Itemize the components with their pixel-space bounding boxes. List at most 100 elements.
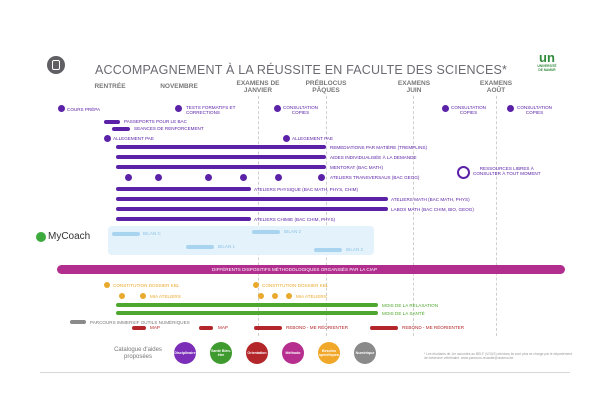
category-numerique: Numérique (354, 342, 376, 364)
remediations-bar (116, 145, 326, 149)
mia-label-2: MIA ATELIERS (296, 294, 327, 299)
sante-label: MOIS DE LA SANTÉ (382, 311, 425, 316)
relaxation-bar (116, 303, 378, 307)
mycoach-icon (36, 231, 46, 242)
tests-marker (175, 105, 182, 112)
mia-marker (119, 293, 125, 299)
ateliers-trans-label: ATELIERS TRANSVERSAUX (BAC GEOG) (330, 175, 420, 180)
category-disciplinaire: Disciplinaire (174, 342, 196, 364)
allegement-marker-2 (283, 135, 290, 142)
allegement-label-1: ALLEGEMENT PAE (113, 136, 154, 141)
period-rentree: RENTRÉE (94, 83, 126, 90)
category-orientation: Orientation (246, 342, 268, 364)
guide-line (496, 96, 497, 336)
guide-line (413, 96, 414, 336)
remediations-label: REMEDIATIONS PAR MATIÈRE (TREMPLINS) (330, 145, 427, 150)
ateliers-trans-marker (125, 174, 132, 181)
ateliers-math-label: ATELIERS MATH (BAC MATH, PHYS) (391, 197, 470, 202)
map-label-1: MAP (150, 325, 160, 330)
mia-marker (140, 293, 146, 299)
mia-label-1: MIA ATELIERS (150, 294, 181, 299)
allegement-label-2: ALLEGEMENT PAE (292, 136, 333, 141)
seances-label: SEANCES DE RENFORCEMENT (134, 126, 204, 131)
rebond-bar-2 (370, 326, 398, 330)
mentorat-bar (116, 165, 326, 169)
app-icon (47, 56, 65, 74)
consultation-marker-3 (507, 105, 514, 112)
period-novembre: NOVEMBRE (160, 83, 198, 90)
consultation-marker-1 (274, 105, 281, 112)
constitution-marker-1 (104, 282, 110, 288)
ateliers-physique-bar (116, 187, 251, 191)
footnote: * Les étudiants de 1er accordés au BELF … (424, 352, 573, 360)
bilan-c-label: BILAN C (143, 231, 161, 236)
ateliers-trans-marker (275, 174, 282, 181)
dispositifs-bar (57, 265, 565, 274)
mia-marker (258, 293, 264, 299)
passeports-bar (104, 120, 120, 124)
ateliers-math-bar (116, 197, 388, 201)
rebond-label-1: REBOND - ME RÉORIENTER (286, 325, 349, 330)
category-besoins: Besoins spécifiques (318, 342, 340, 364)
parcours-label: PARCOURS IMMERSIF OUTILS NUMÉRIQUES (90, 320, 190, 325)
rebond-bar-1 (254, 326, 282, 330)
bilan-2b-bar (314, 248, 342, 252)
guide-line (326, 96, 327, 336)
seances-bar (112, 127, 130, 131)
map-label-2: MAP (218, 325, 228, 330)
mycoach-label: MyCoach (48, 231, 91, 242)
logo-line1: UNIVERSITÉ (537, 64, 557, 68)
cours-prepa-marker (58, 105, 65, 112)
consultation-marker-2 (442, 105, 449, 112)
ateliers-trans-marker (240, 174, 247, 181)
constitution-marker-2 (253, 282, 259, 288)
phone-icon (52, 60, 60, 70)
category-sante: Santé Bien-être (210, 342, 232, 364)
constitution-label-2: CONSTITUTION DOSSIER KBL (262, 283, 329, 288)
category-methodo: Méthodo (282, 342, 304, 364)
labos-math-label: LABOS MATH (BAC CHIM, BIO, GEOG) (391, 207, 474, 212)
ateliers-physique-label: ATELIERS PHYSIQUE (BAC MATH, PHYS, CHIM) (254, 187, 358, 192)
map-bar-2 (199, 326, 213, 330)
category-legend: Disciplinaire Santé Bien-être Orientatio… (174, 342, 376, 364)
bilan-1-bar (186, 245, 214, 249)
relaxation-label: MOIS DE LA RELAXATION (382, 303, 439, 308)
mia-marker (286, 293, 292, 299)
ateliers-trans-marker (155, 174, 162, 181)
mentorat-label: MENTORAT (BAC MATH) (330, 165, 383, 170)
logo-line2: DE NAMUR (538, 68, 556, 72)
allegement-marker-1 (104, 135, 111, 142)
university-logo: un UNIVERSITÉ DE NAMUR (535, 50, 559, 72)
labos-math-bar (116, 207, 388, 211)
ateliers-chimie-label: ATELIERS CHIMIE (BAC CHIM, PHYS) (254, 217, 336, 222)
ateliers-trans-marker (318, 174, 325, 181)
mia-marker (272, 293, 278, 299)
ressources-marker (457, 166, 470, 179)
map-bar-1 (132, 326, 146, 330)
ateliers-chimie-bar (116, 217, 251, 221)
bilan-2b-label: BILAN 2 (346, 247, 364, 252)
bottom-divider (40, 372, 570, 373)
constitution-label-1: CONSTITUTION DOSSIER KBL (113, 283, 180, 288)
page-title: ACCOMPAGNEMENT À LA RÉUSSITE EN FACULTE … (95, 63, 508, 77)
cours-prepa-label: COURS PRÉPA (67, 107, 101, 112)
logo-mark: un (539, 50, 555, 65)
dispositifs-label: DIFFÉRENTS DISPOSITIFS MÉTHODOLOGIQUES O… (212, 267, 378, 272)
ateliers-trans-marker (205, 174, 212, 181)
bilan-2a-bar (252, 230, 280, 234)
aides-bar (116, 155, 326, 159)
bilan-c-bar (112, 232, 140, 236)
parcours-bar (70, 320, 86, 324)
bilan-2a-label: BILAN 2 (284, 229, 302, 234)
passeports-label: PASSEPORTS POUR LE BAC (124, 119, 187, 124)
